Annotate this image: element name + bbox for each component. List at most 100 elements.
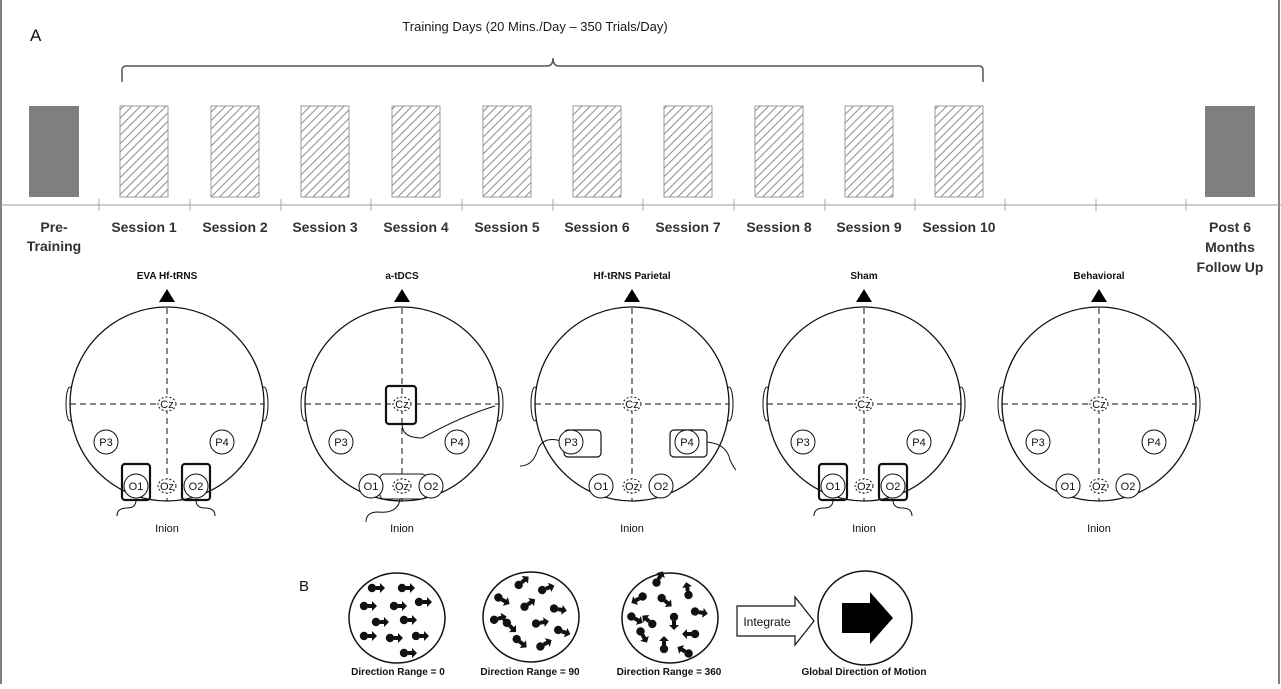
p4-electrode	[444, 429, 470, 455]
global-motion-caption: Global Direction of Motion	[802, 667, 927, 678]
p4-label: P4	[450, 437, 463, 449]
o1-electrode	[1055, 473, 1081, 499]
pre-training-label-2: Training	[27, 238, 81, 254]
o1-electrode	[358, 473, 384, 499]
o2-label: O2	[886, 481, 901, 493]
panel-b-label: B	[299, 578, 309, 595]
follow-up-bar	[1205, 106, 1255, 197]
o1-label: O1	[594, 481, 609, 493]
p3-label: P3	[1031, 437, 1044, 449]
inion-label: Inion	[852, 523, 876, 535]
condition-label-5: Behavioral	[1073, 271, 1124, 282]
p4-label: P4	[680, 437, 693, 449]
lead-wire	[365, 498, 401, 523]
p3-electrode	[1025, 429, 1051, 455]
session-label-6: Session 6	[564, 219, 630, 235]
pre-training-label-1: Pre-	[40, 219, 68, 235]
session-label-8: Session 8	[746, 219, 812, 235]
lead-wire	[401, 405, 496, 439]
o2-label: O2	[654, 481, 669, 493]
session-label-10: Session 10	[922, 219, 995, 235]
cz-electrode	[157, 396, 177, 412]
cz-electrode	[622, 396, 642, 412]
cz-electrode	[392, 396, 412, 412]
session-label-2: Session 2	[202, 219, 268, 235]
lead-wire	[813, 499, 834, 517]
condition-label-4: Sham	[850, 271, 877, 282]
session-bars	[29, 105, 1255, 198]
session-bar-8	[754, 105, 804, 198]
nose-icon	[159, 289, 175, 302]
o1-label: O1	[129, 481, 144, 493]
session-bar-1	[119, 105, 169, 198]
caption-range-0: Direction Range = 0	[351, 667, 445, 678]
o1-label: O1	[364, 481, 379, 493]
lead-wire	[706, 441, 737, 471]
session-label-5: Session 5	[474, 219, 540, 235]
integrate-label: Integrate	[743, 615, 791, 629]
o2-electrode	[418, 473, 444, 499]
o2-electrode	[1115, 473, 1141, 499]
condition-label-3: Hf-tRNS Parietal	[593, 271, 670, 282]
oz-electrode	[1089, 478, 1109, 494]
o1-label: O1	[1061, 481, 1076, 493]
session-label-7: Session 7	[655, 219, 721, 235]
session-label-3: Session 3	[292, 219, 358, 235]
session-bar-7	[663, 105, 713, 198]
condition-label-1: EVA Hf-tRNS	[137, 271, 198, 282]
p4-electrode	[209, 429, 235, 455]
p3-label: P3	[796, 437, 809, 449]
p4-electrode	[906, 429, 932, 455]
cz-electrode	[1089, 396, 1109, 412]
session-bar-6	[572, 105, 622, 198]
cz-label: Cz	[395, 399, 408, 411]
motion-stimulus-90	[482, 571, 580, 663]
follow-up-label-2: Months	[1205, 239, 1255, 255]
session-bar-3	[300, 105, 350, 198]
lead-wire	[892, 499, 913, 517]
p4-electrode	[674, 429, 700, 455]
p4-label: P4	[912, 437, 925, 449]
p3-electrode	[558, 429, 584, 455]
oz-label: Oz	[395, 481, 409, 493]
p4-electrode	[1141, 429, 1167, 455]
p3-electrode	[93, 429, 119, 455]
session-label-9: Session 9	[836, 219, 902, 235]
inion-label: Inion	[155, 523, 179, 535]
session-label-1: Session 1	[111, 219, 177, 235]
condition-label-2: a-tDCS	[385, 271, 419, 282]
oz-electrode	[392, 478, 412, 494]
timeline-ticks	[98, 199, 1187, 211]
motion-stimulus-0	[348, 572, 446, 664]
cz-label: Cz	[625, 399, 638, 411]
p3-label: P3	[564, 437, 577, 449]
motion-stimulus-360	[621, 568, 719, 664]
session-bar-10	[934, 105, 984, 198]
training-brace	[121, 57, 984, 82]
o2-label: O2	[424, 481, 439, 493]
integrate-arrow-icon	[736, 595, 815, 647]
p3-label: P3	[334, 437, 347, 449]
p3-electrode	[328, 429, 354, 455]
follow-up-label-3: Follow Up	[1197, 259, 1264, 275]
nose-icon	[394, 289, 410, 302]
session-bar-9	[844, 105, 894, 198]
o1-label: O1	[826, 481, 841, 493]
inion-label: Inion	[390, 523, 414, 535]
inion-label: Inion	[620, 523, 644, 535]
o2-label: O2	[1121, 481, 1136, 493]
cz-label: Cz	[1092, 399, 1105, 411]
o2-electrode	[880, 473, 906, 499]
panel-a-label: A	[30, 26, 42, 45]
session-bar-4	[391, 105, 441, 198]
o1-electrode	[123, 473, 149, 499]
inion-label: Inion	[1087, 523, 1111, 535]
o1-electrode	[820, 473, 846, 499]
